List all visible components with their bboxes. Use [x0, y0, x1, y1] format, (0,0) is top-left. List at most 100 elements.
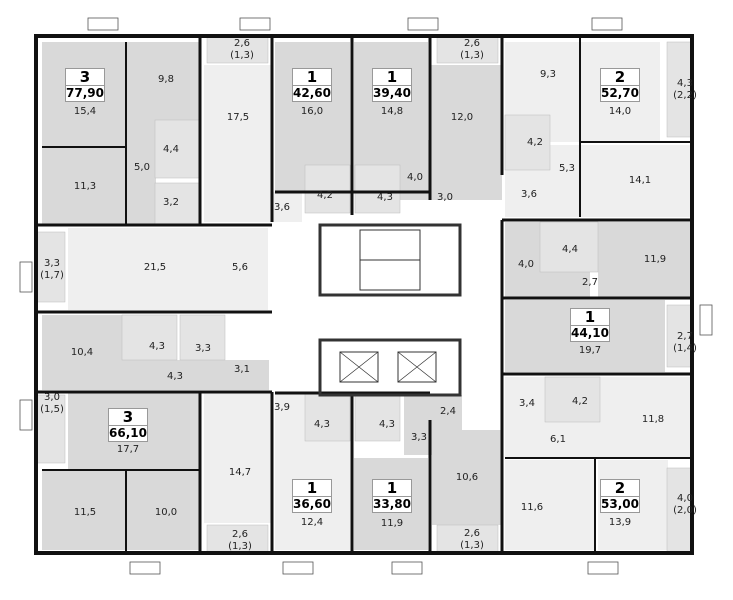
room-count: 1	[293, 480, 331, 497]
room-area: 5,6	[232, 262, 248, 273]
room-area: 3,3	[411, 432, 427, 443]
room-count: 1	[571, 309, 609, 326]
apartment-area: 42,60	[293, 86, 331, 100]
balcony-reduced-area: (1,3)	[228, 541, 252, 552]
window-markers	[19, 17, 713, 575]
balcony-label: 2,6(1,3)	[230, 38, 254, 62]
room-area: 15,4	[73, 106, 97, 117]
balcony-area: 2,6	[234, 38, 250, 49]
balcony-reduced-area: (2,0)	[673, 505, 697, 516]
room-count: 2	[601, 69, 639, 86]
balcony-area: 4,0	[677, 493, 693, 504]
room-area: 9,8	[158, 74, 174, 85]
room-area: 2,4	[440, 406, 456, 417]
room-area: 2,7	[582, 277, 598, 288]
wet-rooms-and-balconies	[35, 34, 693, 554]
balcony-label: 3,3(1,7)	[40, 258, 64, 282]
room-area: 3,3	[195, 343, 211, 354]
room-area: 3,0	[437, 192, 453, 203]
balcony-label: 2,6(1,3)	[460, 528, 484, 552]
room-count: 1	[293, 69, 331, 86]
room-area: 3,9	[274, 402, 290, 413]
balcony-reduced-area: (1,5)	[40, 404, 64, 415]
balcony-label: 4,3(2,2)	[673, 78, 697, 102]
room-area: 5,3	[559, 163, 575, 174]
balcony-label: 3,0(1,5)	[40, 392, 64, 416]
balcony-label: 4,0(2,0)	[673, 493, 697, 517]
room-area: 14,1	[628, 175, 652, 186]
room-area: 3,4	[519, 398, 535, 409]
room-count: 1	[373, 480, 411, 497]
room-area: 4,2	[572, 396, 588, 407]
room-area: 10,0	[154, 507, 178, 518]
balcony-reduced-area: (1,3)	[460, 540, 484, 551]
room-area: 4,0	[407, 172, 423, 183]
balcony-area: 2,6	[464, 38, 480, 49]
apartment-area: 44,10	[571, 326, 609, 340]
room-area: 9,3	[540, 69, 556, 80]
balcony-reduced-area: (1,7)	[40, 270, 64, 281]
balcony-reduced-area: (2,2)	[673, 90, 697, 101]
apartment-area: 53,00	[601, 497, 639, 511]
room-area: 4,0	[518, 259, 534, 270]
balcony-label: 2,6(1,3)	[460, 38, 484, 62]
apartment-area: 36,60	[293, 497, 331, 511]
room-area: 4,3	[167, 371, 183, 382]
balcony-area: 4,3	[677, 78, 693, 89]
balcony-area: 2,6	[464, 528, 480, 539]
room-area: 19,7	[578, 345, 602, 356]
balcony-area: 3,3	[44, 258, 60, 269]
walls	[34, 34, 694, 555]
room-area: 6,1	[550, 434, 566, 445]
room-area: 10,6	[455, 472, 479, 483]
room-area: 12,0	[450, 112, 474, 123]
apartment-area: 52,70	[601, 86, 639, 100]
balcony-reduced-area: (1,4)	[673, 343, 697, 354]
room-count: 3	[66, 69, 104, 86]
room-area: 3,1	[234, 364, 250, 375]
apartment-area: 39,40	[373, 86, 411, 100]
room-area: 5,0	[134, 162, 150, 173]
room-area: 4,3	[379, 419, 395, 430]
room-area: 11,6	[520, 502, 544, 513]
room-area: 21,5	[143, 262, 167, 273]
room-area: 12,4	[300, 517, 324, 528]
room-area: 14,0	[608, 106, 632, 117]
room-area: 4,3	[377, 192, 393, 203]
room-area: 11,3	[73, 181, 97, 192]
balcony-label: 2,6(1,3)	[228, 529, 252, 553]
room-area: 4,3	[314, 419, 330, 430]
balcony-reduced-area: (1,3)	[230, 50, 254, 61]
apartment-area: 33,80	[373, 497, 411, 511]
room-area: 13,9	[608, 517, 632, 528]
room-area: 17,5	[226, 112, 250, 123]
room-area: 4,4	[163, 144, 179, 155]
room-area: 4,2	[527, 137, 543, 148]
room-area: 17,7	[116, 444, 140, 455]
stair-core	[318, 223, 462, 397]
room-count: 2	[601, 480, 639, 497]
apartment-area: 66,10	[109, 426, 147, 440]
room-area: 4,3	[149, 341, 165, 352]
room-area: 11,5	[73, 507, 97, 518]
room-area: 3,2	[163, 197, 179, 208]
room-area: 4,2	[317, 190, 333, 201]
room-area: 4,4	[562, 244, 578, 255]
room-area: 11,9	[643, 254, 667, 265]
balcony-area: 2,7	[677, 331, 693, 342]
room-area: 16,0	[300, 106, 324, 117]
room-area: 14,8	[380, 106, 404, 117]
room-area: 3,6	[274, 202, 290, 213]
room-area: 11,9	[380, 518, 404, 529]
balcony-reduced-area: (1,3)	[460, 50, 484, 61]
